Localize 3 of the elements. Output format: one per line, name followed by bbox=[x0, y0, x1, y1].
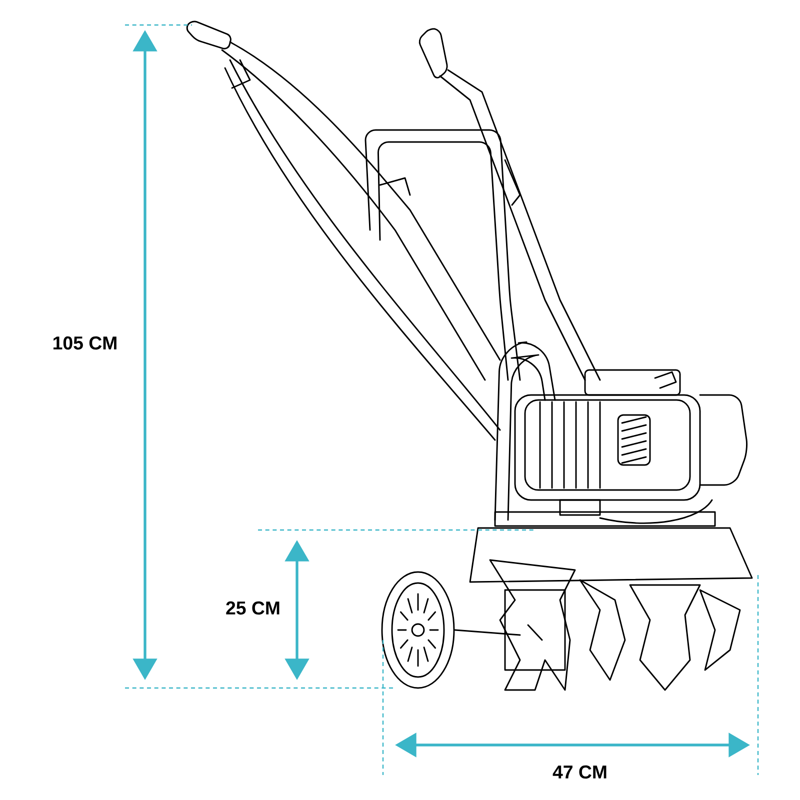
dimension-label: 25 CM bbox=[226, 601, 280, 615]
dimension-label: 105 CM bbox=[54, 336, 116, 350]
dimension-label: 47 CM bbox=[552, 765, 606, 779]
